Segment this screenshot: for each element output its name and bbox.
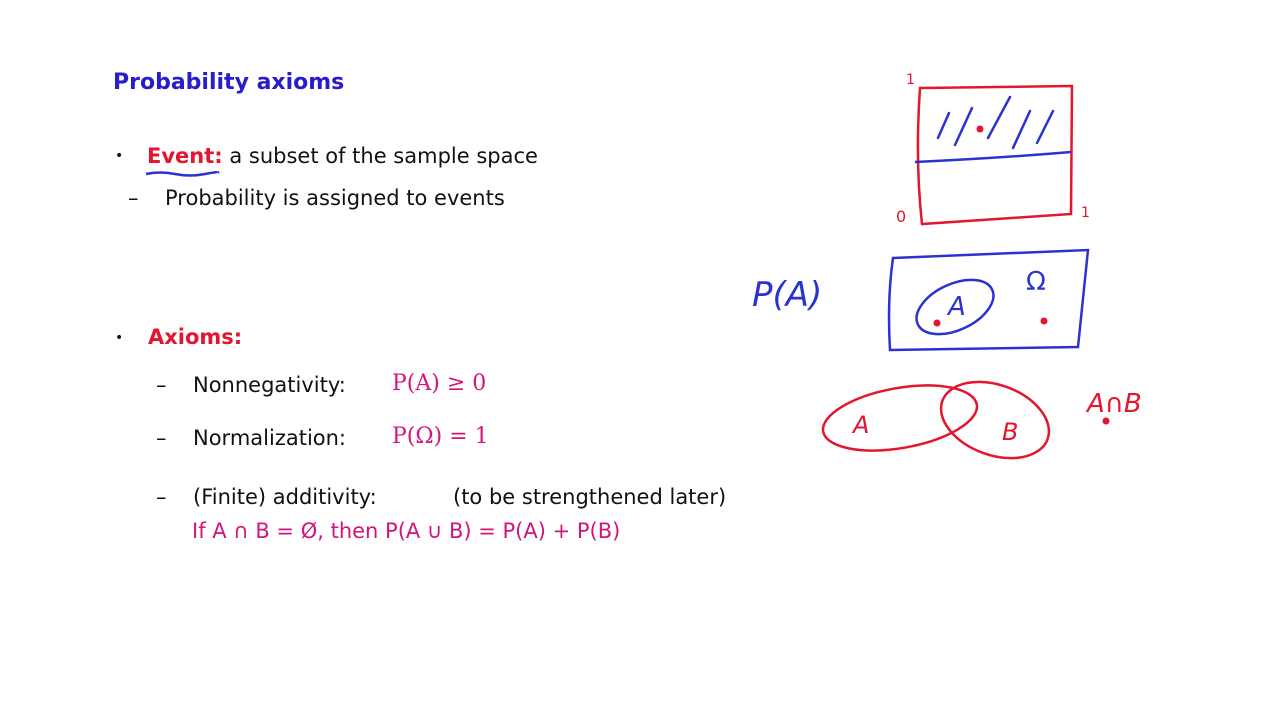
axioms-heading: Axioms: bbox=[148, 325, 243, 349]
formula-normalization: P(Ω) = 1 bbox=[392, 424, 489, 449]
additivity-note: (to be strengthened later) bbox=[453, 485, 727, 509]
svg-text:0: 0 bbox=[896, 207, 906, 226]
intersection-label: A∩B bbox=[1085, 389, 1142, 419]
svg-text:1: 1 bbox=[1081, 205, 1090, 221]
event-term: Event: bbox=[147, 144, 223, 168]
axiom-label-nonnegativity: Nonnegativity: bbox=[193, 373, 346, 397]
axiom-dash-2: – bbox=[156, 426, 167, 450]
event-sub-text: Probability is assigned to events bbox=[165, 186, 505, 210]
axiom-dash-3: – bbox=[156, 485, 167, 509]
unit-square-diagram: 1 0 1 bbox=[896, 72, 1090, 226]
bullet-axioms: • bbox=[115, 330, 124, 346]
slide-title: Probability axioms bbox=[113, 70, 345, 95]
formula-additivity: If A ∩ B = Ø, then P(A ∪ B) = P(A) + P(B… bbox=[192, 519, 621, 543]
axiom-label-normalization: Normalization: bbox=[193, 426, 347, 450]
axiom-dash-1: – bbox=[156, 373, 167, 397]
pa-annotation: P(A) bbox=[752, 275, 822, 315]
sample-space-diagram: A Ω bbox=[887, 248, 1090, 352]
svg-text:B: B bbox=[1002, 418, 1018, 446]
svg-text:1: 1 bbox=[906, 72, 915, 88]
bullet-event: • bbox=[115, 148, 124, 164]
svg-text:A: A bbox=[851, 411, 869, 439]
svg-text:Ω: Ω bbox=[1026, 267, 1046, 297]
venn-diagram: A B A∩B bbox=[821, 380, 1142, 460]
event-sub-dash: – bbox=[128, 186, 139, 210]
event-underline bbox=[145, 170, 220, 177]
event-line: Event: a subset of the sample space bbox=[147, 144, 538, 168]
event-definition: a subset of the sample space bbox=[229, 144, 538, 168]
formula-nonnegativity: P(A) ≥ 0 bbox=[392, 371, 487, 396]
axiom-label-additivity: (Finite) additivity: bbox=[193, 485, 377, 509]
svg-text:A: A bbox=[946, 292, 966, 322]
